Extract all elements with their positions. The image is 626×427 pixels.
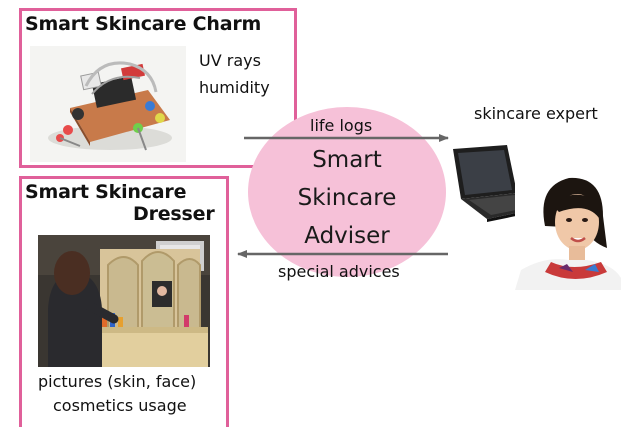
dresser-caption-cosmetics: cosmetics usage [53, 396, 187, 415]
expert-label: skincare expert [474, 104, 598, 123]
charm-sensor-uv: UV rays [199, 51, 261, 70]
adviser-label-line-3: Adviser [304, 223, 390, 249]
dresser-title-line-1: Smart Skincare [25, 181, 187, 203]
charm-sensor-humidity: humidity [199, 78, 270, 97]
laptop-icon [447, 145, 547, 223]
adviser-node: Smart Skincare Adviser [248, 107, 446, 277]
dresser-photo [38, 235, 210, 367]
dresser-title-line-2: Dresser [133, 203, 215, 225]
charm-device-photo [30, 46, 186, 162]
adviser-label-line-1: Smart [312, 147, 382, 173]
dresser-caption-pictures: pictures (skin, face) [38, 372, 197, 391]
special-advices-label: special advices [278, 262, 400, 281]
life-logs-label: life logs [310, 116, 373, 135]
expert-photo [515, 168, 621, 290]
charm-title: Smart Skincare Charm [25, 13, 262, 35]
adviser-label-line-2: Skincare [297, 185, 397, 211]
